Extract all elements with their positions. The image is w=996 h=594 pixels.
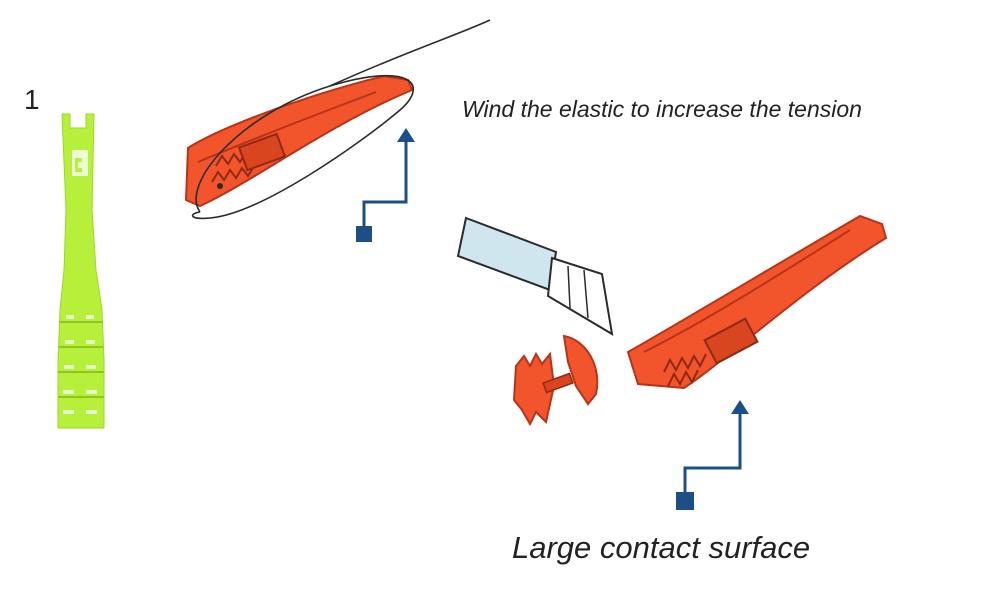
- orange-clip-icon: [626, 214, 888, 390]
- cut-clip-piece-icon: [512, 334, 599, 427]
- orange-clip-icon: [184, 74, 414, 208]
- step-number: 1: [24, 84, 40, 115]
- green-connector-icon: [57, 113, 105, 429]
- utility-knife-icon: [456, 216, 614, 336]
- caption-contact-surface: Large contact surface: [512, 530, 811, 565]
- callout-arrow-icon: [356, 128, 415, 242]
- callout-arrow-icon: [676, 400, 749, 510]
- elastic-line-icon: [191, 19, 491, 220]
- caption-wind-elastic: Wind the elastic to increase the tension: [462, 96, 862, 122]
